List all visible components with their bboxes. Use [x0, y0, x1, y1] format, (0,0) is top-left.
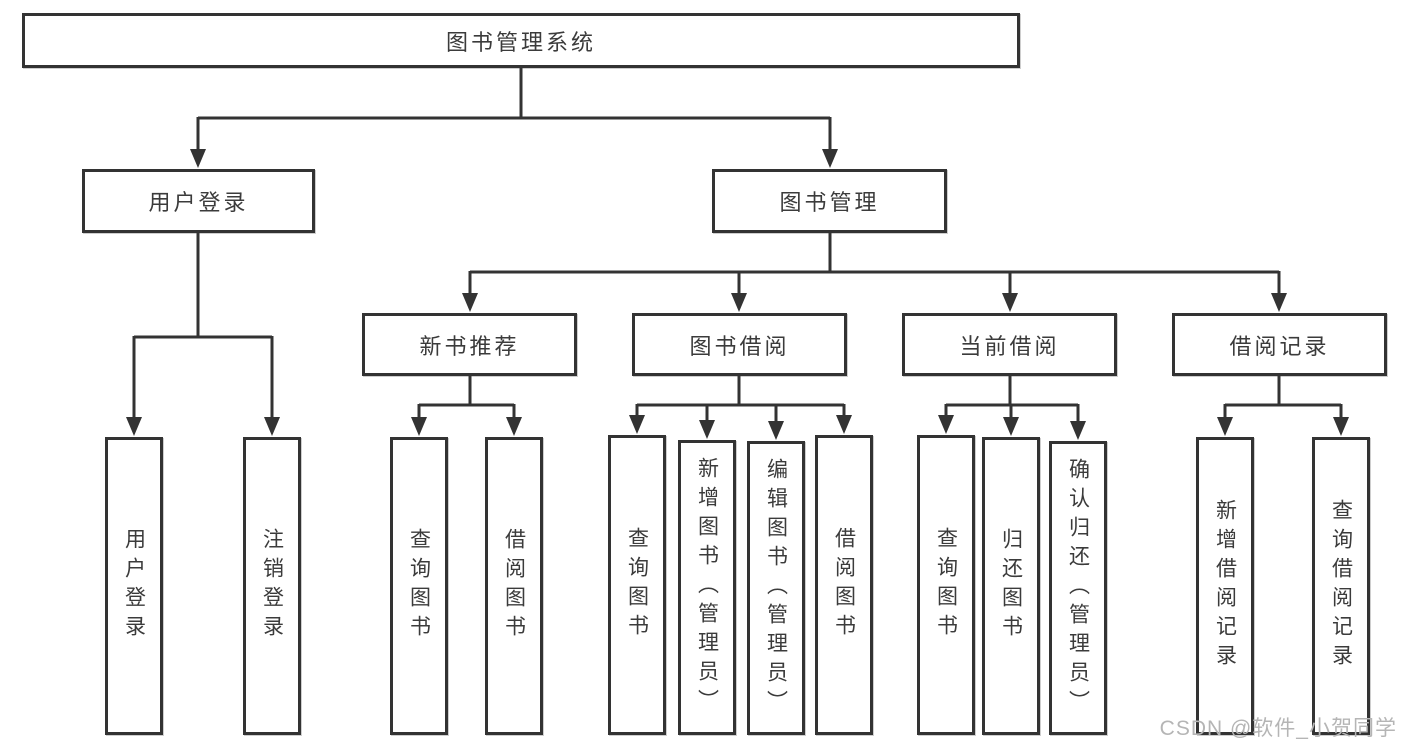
leaf-borrow-query-book-label: 查询图书 — [625, 527, 649, 643]
leaf-borrow-add-book-admin-label: 新增图书（管理员） — [695, 457, 719, 718]
branch-current-borrow — [938, 376, 1086, 440]
leaf-record-query-record: 查询借阅记录 — [1312, 437, 1370, 735]
node-book-borrow: 图书借阅 — [632, 313, 847, 376]
leaf-newbook-query-book: 查询图书 — [390, 437, 448, 735]
leaf-borrow-edit-book-admin: 编辑图书（管理员） — [747, 441, 805, 735]
branch-borrow-record — [1217, 376, 1349, 436]
leaf-newbook-borrow-book: 借阅图书 — [485, 437, 543, 735]
node-user-login: 用户登录 — [82, 169, 315, 233]
leaf-current-query-book: 查询图书 — [917, 435, 975, 735]
leaf-record-add-record: 新增借阅记录 — [1196, 437, 1254, 735]
node-book-management-label: 图书管理 — [779, 190, 880, 215]
node-book-management: 图书管理 — [712, 169, 947, 233]
leaf-borrow-edit-book-admin-label: 编辑图书（管理员） — [764, 457, 788, 719]
node-current-borrow-label: 当前借阅 — [959, 333, 1060, 359]
leaf-borrow-borrow-book-label: 借阅图书 — [832, 527, 856, 643]
node-borrow-record: 借阅记录 — [1172, 313, 1387, 376]
leaf-logout: 注销登录 — [243, 437, 301, 735]
node-root-library-system: 图书管理系统 — [22, 13, 1020, 68]
node-new-book-recommend-label: 新书推荐 — [419, 333, 520, 359]
leaf-record-add-record-label: 新增借阅记录 — [1213, 499, 1237, 673]
branch-book-borrow — [629, 376, 852, 440]
node-book-borrow-label: 图书借阅 — [689, 333, 790, 359]
node-root-label: 图书管理系统 — [445, 29, 596, 55]
leaf-user-login: 用户登录 — [105, 437, 163, 735]
leaf-newbook-query-book-label: 查询图书 — [407, 528, 431, 644]
node-new-book-recommend: 新书推荐 — [362, 313, 577, 376]
leaf-current-return-book-label: 归还图书 — [999, 528, 1023, 644]
node-user-login-label: 用户登录 — [148, 190, 249, 215]
node-borrow-record-label: 借阅记录 — [1229, 333, 1330, 359]
leaf-borrow-query-book: 查询图书 — [608, 435, 666, 735]
leaf-current-return-book: 归还图书 — [982, 437, 1040, 735]
csdn-watermark: CSDN @软件_小贺同学 — [1159, 717, 1397, 740]
branch-root — [190, 68, 838, 168]
branch-new-book — [411, 376, 522, 436]
leaf-borrow-add-book-admin: 新增图书（管理员） — [678, 440, 736, 735]
leaf-logout-label: 注销登录 — [260, 528, 284, 644]
branch-user-login — [126, 233, 280, 436]
node-current-borrow: 当前借阅 — [902, 313, 1117, 376]
leaf-current-query-book-label: 查询图书 — [934, 527, 958, 643]
leaf-newbook-borrow-book-label: 借阅图书 — [502, 528, 526, 644]
leaf-user-login-label: 用户登录 — [122, 528, 146, 644]
leaf-current-confirm-return-admin: 确认归还（管理员） — [1049, 441, 1107, 735]
leaf-current-confirm-return-admin-label: 确认归还（管理员） — [1066, 457, 1090, 719]
branch-book-management — [462, 233, 1287, 312]
leaf-borrow-borrow-book: 借阅图书 — [815, 435, 873, 735]
leaf-record-query-record-label: 查询借阅记录 — [1329, 499, 1353, 673]
